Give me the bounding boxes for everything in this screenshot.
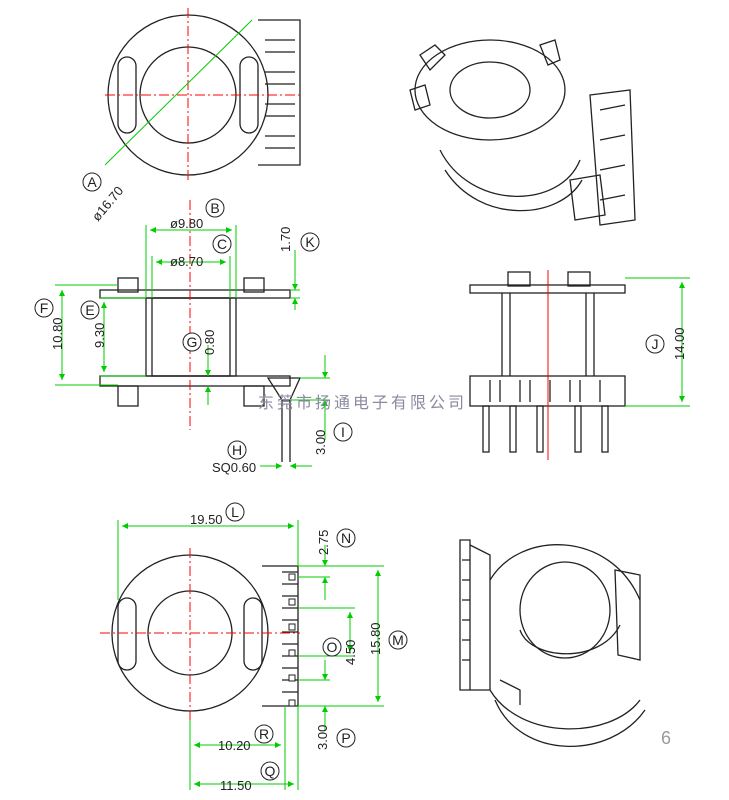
- label-B: B: [205, 198, 225, 218]
- front-dimensions: [55, 225, 330, 469]
- svg-text:L: L: [231, 504, 239, 520]
- company-watermark: 东莞市扬通电子有限公司: [258, 393, 467, 412]
- dim-P-text: 3.00: [315, 725, 330, 750]
- svg-text:I: I: [341, 424, 345, 440]
- top-view-centerlines: [105, 8, 300, 180]
- dim-B-text: ø9.80: [170, 216, 203, 231]
- front-view: [99, 277, 302, 462]
- iso-view-bottom: [459, 539, 646, 747]
- svg-text:R: R: [259, 726, 269, 742]
- dim-E-text: 9.30: [92, 323, 107, 348]
- label-M: M: [388, 630, 408, 650]
- dim-G-text: 0.80: [202, 330, 217, 355]
- label-Q: Q: [260, 761, 280, 781]
- dim-L-text: 19.50: [190, 512, 223, 527]
- dim-H-text: SQ0.60: [212, 460, 256, 475]
- dim-C-text: ø8.70: [170, 254, 203, 269]
- dim-O-text: 4.50: [343, 640, 358, 665]
- label-A: A: [82, 172, 102, 192]
- svg-text:K: K: [305, 234, 315, 250]
- svg-text:N: N: [341, 530, 351, 546]
- label-L: L: [225, 502, 245, 522]
- svg-text:Q: Q: [265, 763, 276, 779]
- svg-text:G: G: [187, 334, 198, 350]
- label-C: C: [212, 234, 232, 254]
- label-N: N: [336, 528, 356, 548]
- label-G: G: [182, 332, 202, 352]
- dim-K-text: 1.70: [278, 227, 293, 252]
- dia-A-line: [104, 19, 253, 166]
- svg-text:F: F: [40, 300, 49, 316]
- label-K: K: [300, 232, 320, 252]
- dim-J-text: 14.00: [672, 327, 687, 360]
- label-P: P: [336, 728, 356, 748]
- svg-text:M: M: [392, 632, 404, 648]
- label-O: O: [322, 637, 342, 657]
- label-R: R: [254, 724, 274, 744]
- bottom-dimensions: [117, 520, 384, 790]
- dim-F-text: 10.80: [50, 317, 65, 350]
- dim-Q-text: 11.50: [220, 778, 252, 793]
- svg-text:B: B: [210, 200, 219, 216]
- dim-I-text: 3.00: [313, 430, 328, 455]
- label-F: F: [34, 298, 54, 318]
- dim-M-text: 15.80: [368, 622, 383, 655]
- svg-text:E: E: [85, 302, 94, 318]
- bottom-centerlines: [100, 548, 300, 720]
- bottom-pin-squares: [288, 573, 296, 707]
- iso-view-top: [409, 39, 636, 226]
- svg-text:O: O: [327, 639, 338, 655]
- svg-text:J: J: [652, 336, 659, 352]
- side-dimensions: [625, 277, 690, 407]
- label-E: E: [80, 300, 100, 320]
- svg-text:C: C: [217, 236, 227, 252]
- label-H: H: [227, 440, 247, 460]
- label-J: J: [645, 334, 665, 354]
- svg-text:P: P: [341, 730, 350, 746]
- label-I: I: [333, 422, 353, 442]
- dim-N-text: 2.75: [316, 530, 331, 555]
- dim-R-text: 10.20: [218, 738, 251, 753]
- svg-text:A: A: [87, 174, 97, 190]
- page-number: 6: [661, 728, 671, 748]
- svg-text:H: H: [232, 442, 242, 458]
